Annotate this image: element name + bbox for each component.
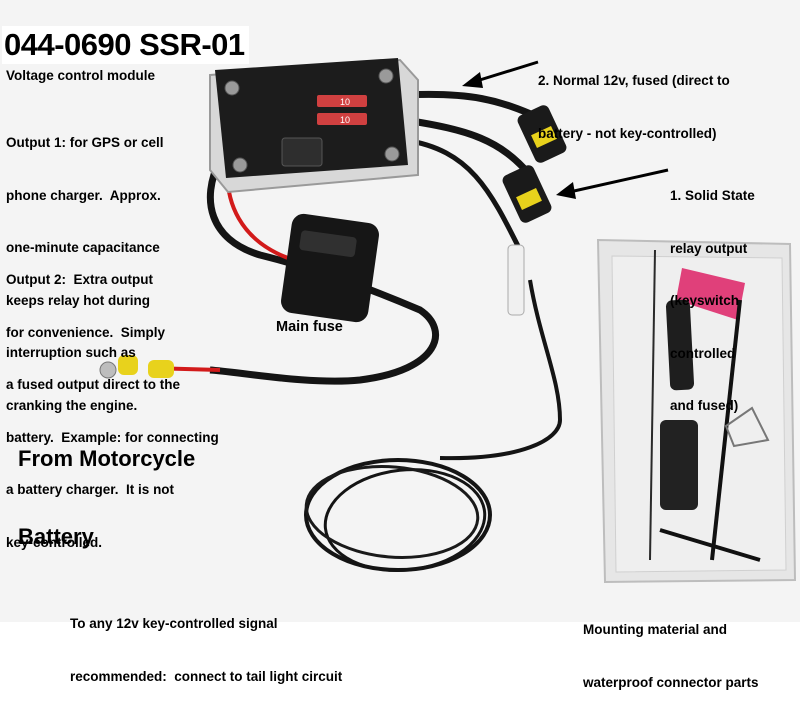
module-wires xyxy=(99,90,542,385)
cable-tie xyxy=(659,528,761,562)
ring-terminal xyxy=(99,361,117,379)
fuse-label: 10 xyxy=(340,97,350,107)
cable-tie xyxy=(710,299,742,561)
product-photo: 10 10 xyxy=(0,0,800,648)
key-signal-label: To any 12v key-controlled signal recomme… xyxy=(70,616,343,684)
module-connector-port xyxy=(281,137,323,167)
solid-state-label: 1. Solid State relay output (keyswitch c… xyxy=(670,188,755,413)
arrow-solid-state xyxy=(556,168,669,199)
output1-description: Output 1: for GPS or cell phone charger.… xyxy=(6,135,164,413)
mounting-label: Mounting material and waterproof connect… xyxy=(583,622,759,690)
cable-tie xyxy=(649,249,656,561)
fuse-10a-1 xyxy=(317,95,367,107)
page-title: 044-0690 SSR-01 xyxy=(2,26,249,65)
fuse-10a-2 xyxy=(317,113,367,125)
connector-part xyxy=(660,420,698,510)
from-battery-label: From Motorcycle Battery xyxy=(18,445,196,549)
arrow-normal-12v xyxy=(462,60,539,88)
ring-terminal-connector xyxy=(148,360,174,378)
signal-wire xyxy=(304,279,563,572)
output2-description: Output 2: Extra output for convenience. … xyxy=(6,272,219,550)
main-fuse-label: Main fuse xyxy=(276,319,343,335)
pink-tag xyxy=(676,268,745,320)
inline-fuse-holder xyxy=(507,244,525,316)
control-module: 10 10 xyxy=(209,58,419,194)
main-fuse-holder xyxy=(281,213,379,323)
parts-bag xyxy=(596,238,797,584)
waterproof-connectors xyxy=(502,105,567,223)
connector-part xyxy=(665,299,695,391)
fuse-label: 10 xyxy=(340,115,350,125)
normal-12v-label: 2. Normal 12v, fused (direct to battery … xyxy=(538,73,730,141)
module-subtitle: Voltage control module xyxy=(6,68,156,83)
